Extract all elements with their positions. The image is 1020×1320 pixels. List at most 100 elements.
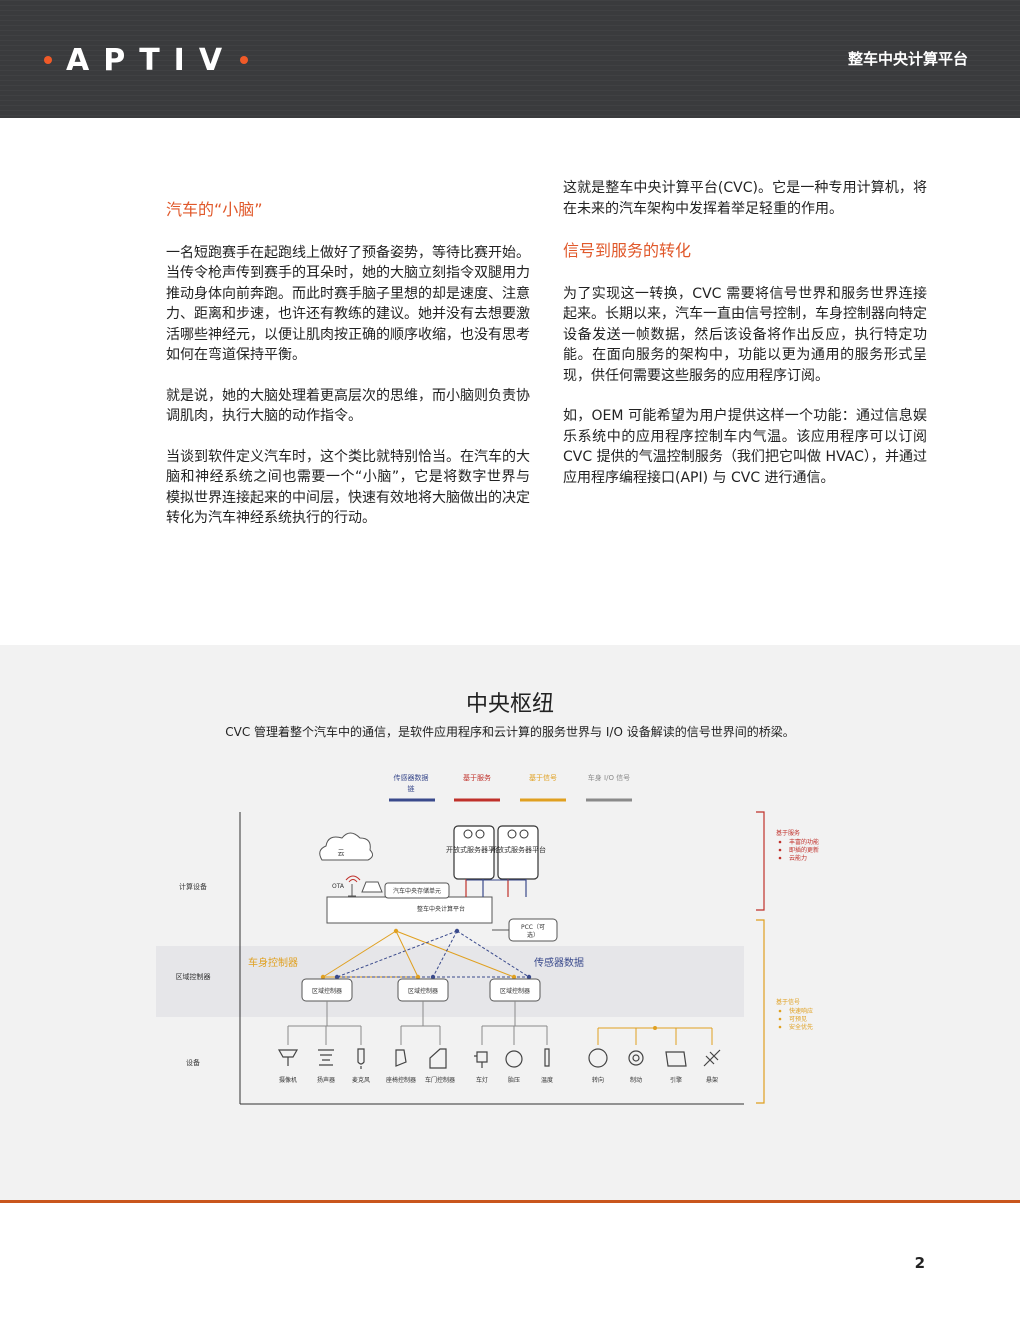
pcc-label-line2: 选）: [527, 931, 539, 939]
footer-rule: [0, 1200, 1020, 1203]
mesh-sensor: [432, 930, 458, 978]
architecture-diagram: 传感器数据 链 基于服务 基于信号 车身 I/O 信号 计算设备 区域控制器 设…: [156, 773, 819, 1105]
cvc-box: [326, 896, 493, 924]
node-dot: [320, 974, 326, 980]
legend-label-sensor-line2: 链: [408, 784, 415, 793]
node-dot: [526, 974, 532, 980]
storage-box: [384, 882, 450, 899]
row-label-zone: 区域控制器: [176, 972, 211, 981]
node-dot: [393, 928, 399, 934]
zone-controller-label-1: 区域控制器: [312, 987, 342, 995]
device-label-10: 制动: [630, 1076, 642, 1084]
bullet-dot: [778, 1009, 782, 1013]
diagram-subtitle: CVC 管理着整个汽车中的通信，是软件应用程序和云计算的服务世界与 I/O 设备…: [225, 725, 795, 739]
service-note-title: 基于服务: [776, 829, 800, 837]
cloud-label: 云: [338, 849, 345, 857]
signal-note-title: 基于信号: [776, 998, 800, 1006]
aptiv-logo: APTIV: [44, 42, 249, 78]
device-label-4: 座椅控制器: [386, 1076, 416, 1084]
right-column: 这就是整车中央计算平台(CVC)。它是一种专用计算机，将在未来的汽车架构中发挥着…: [563, 178, 927, 508]
right-paragraph-1: 为了实现这一转换，CVC 需要将信号世界和服务世界连接起来。长期以来，汽车一直由…: [563, 285, 927, 384]
page-number: 2: [914, 1254, 925, 1272]
service-note-bullet-3: 云能力: [789, 854, 807, 862]
signal-note-bullet-2: 可预见: [789, 1015, 807, 1023]
device-label-9: 转向: [592, 1076, 604, 1084]
device-label-11: 引擎: [670, 1076, 682, 1084]
row-label-compute: 计算设备: [179, 882, 207, 891]
row-label-devices: 设备: [186, 1058, 200, 1067]
left-paragraph-1: 一名短跑赛手在起跑线上做好了预备姿势，等待比赛开始。当传令枪声传到赛手的耳朵时，…: [166, 244, 530, 364]
signal-bracket: [756, 919, 765, 1104]
device-label-6: 车灯: [476, 1076, 488, 1084]
node-dot: [511, 974, 517, 980]
engine-icon: [665, 1051, 687, 1067]
suspension-icon: [703, 1049, 721, 1067]
platform-label-1: 开放式服务器平台: [446, 845, 502, 854]
gear-icon: [519, 829, 529, 839]
antenna-icon: [348, 884, 356, 897]
logo-text: APTIV: [66, 42, 237, 78]
zone-band: [156, 946, 744, 1017]
legend-label-service: 基于服务: [463, 773, 491, 782]
microphone-icon: [357, 1048, 365, 1069]
service-bracket: [756, 811, 765, 911]
node-dot: [430, 974, 436, 980]
tire-pressure-icon: [505, 1050, 523, 1068]
seat-icon: [395, 1049, 407, 1067]
mesh-signal: [395, 930, 419, 978]
mesh-signal: [395, 930, 515, 978]
zone-controller-label-3: 区域控制器: [500, 987, 530, 995]
logo-dot-left: [44, 56, 52, 64]
ota-wave-outer: [345, 875, 361, 881]
device-label-2: 扬声器: [317, 1076, 335, 1084]
mesh-sensor: [456, 930, 530, 978]
light-icon: [474, 1051, 488, 1068]
legend-label-sensor: 传感器数据: [394, 773, 429, 782]
legend-label-signal: 基于信号: [529, 773, 557, 782]
diagram-title: 中央枢纽: [465, 692, 554, 717]
left-paragraph-3: 当谈到软件定义汽车时，这个类比就特别恰当。在汽车的大脑和神经系统之间也需要一个“…: [166, 448, 530, 527]
device-label-1: 摄像机: [279, 1076, 297, 1084]
platform-label-2: 开放式服务器平台: [490, 845, 546, 854]
node-dot: [415, 974, 421, 980]
device-label-7: 胎压: [508, 1076, 520, 1084]
bullet-dot: [778, 840, 782, 844]
door-icon: [429, 1048, 447, 1069]
service-note-bullet-2: 即插的更新: [789, 846, 819, 854]
device-label-12: 悬架: [706, 1076, 718, 1084]
cloud-icon: [319, 832, 374, 861]
cvc-label: 整车中央计算平台: [417, 905, 465, 913]
speaker-icon: [318, 1049, 334, 1066]
platform-box-1: [453, 825, 495, 880]
body-controller-label: 车身控制器: [248, 956, 298, 969]
header-title: 整车中央计算平台: [847, 50, 968, 68]
brake-icon: [628, 1050, 644, 1066]
bullet-dot: [778, 1025, 782, 1029]
service-note-bullet-1: 丰富的功能: [789, 838, 819, 846]
signal-note-bullet-3: 安全优先: [789, 1023, 813, 1031]
bullet-dot: [778, 1017, 782, 1021]
right-paragraph-2: 如，OEM 可能希望为用户提供这样一个功能：通过信息娱乐系统中的应用程序控制车内…: [563, 408, 927, 486]
platform-box-2: [497, 825, 539, 880]
gear-icon: [463, 829, 473, 839]
node-dot: [334, 974, 340, 980]
camera-icon: [277, 1049, 299, 1066]
device-label-3: 麦克风: [352, 1076, 370, 1084]
mesh-sensor: [336, 930, 458, 978]
right-intro: 这就是整车中央计算平台(CVC)。它是一种专用计算机，将在未来的汽车架构中发挥着…: [563, 180, 927, 217]
device-label-5: 车门控制器: [425, 1076, 455, 1084]
gear-icon: [475, 829, 485, 839]
device-label-8: 温度: [541, 1076, 553, 1084]
gear-icon: [507, 829, 517, 839]
steering-icon: [588, 1048, 608, 1068]
left-column: 汽车的“小脑” 一名短跑赛手在起跑线上做好了预备姿势，等待比赛开始。当传令枪声传…: [166, 200, 530, 549]
mesh-signal: [322, 930, 397, 978]
sensor-data-label: 传感器数据: [534, 956, 584, 969]
signal-node: [653, 1026, 657, 1030]
left-heading: 汽车的“小脑”: [166, 200, 263, 219]
storage-label: 汽车中央存储单元: [393, 887, 441, 895]
ota-wave-inner: [348, 879, 358, 883]
left-paragraph-2: 就是说，她的大脑处理着更高层次的思维，而小脑则负责协调肌肉，执行大脑的动作指令。: [166, 387, 530, 425]
gateway-icon: [361, 881, 383, 893]
legend-label-body-io: 车身 I/O 信号: [588, 773, 630, 782]
